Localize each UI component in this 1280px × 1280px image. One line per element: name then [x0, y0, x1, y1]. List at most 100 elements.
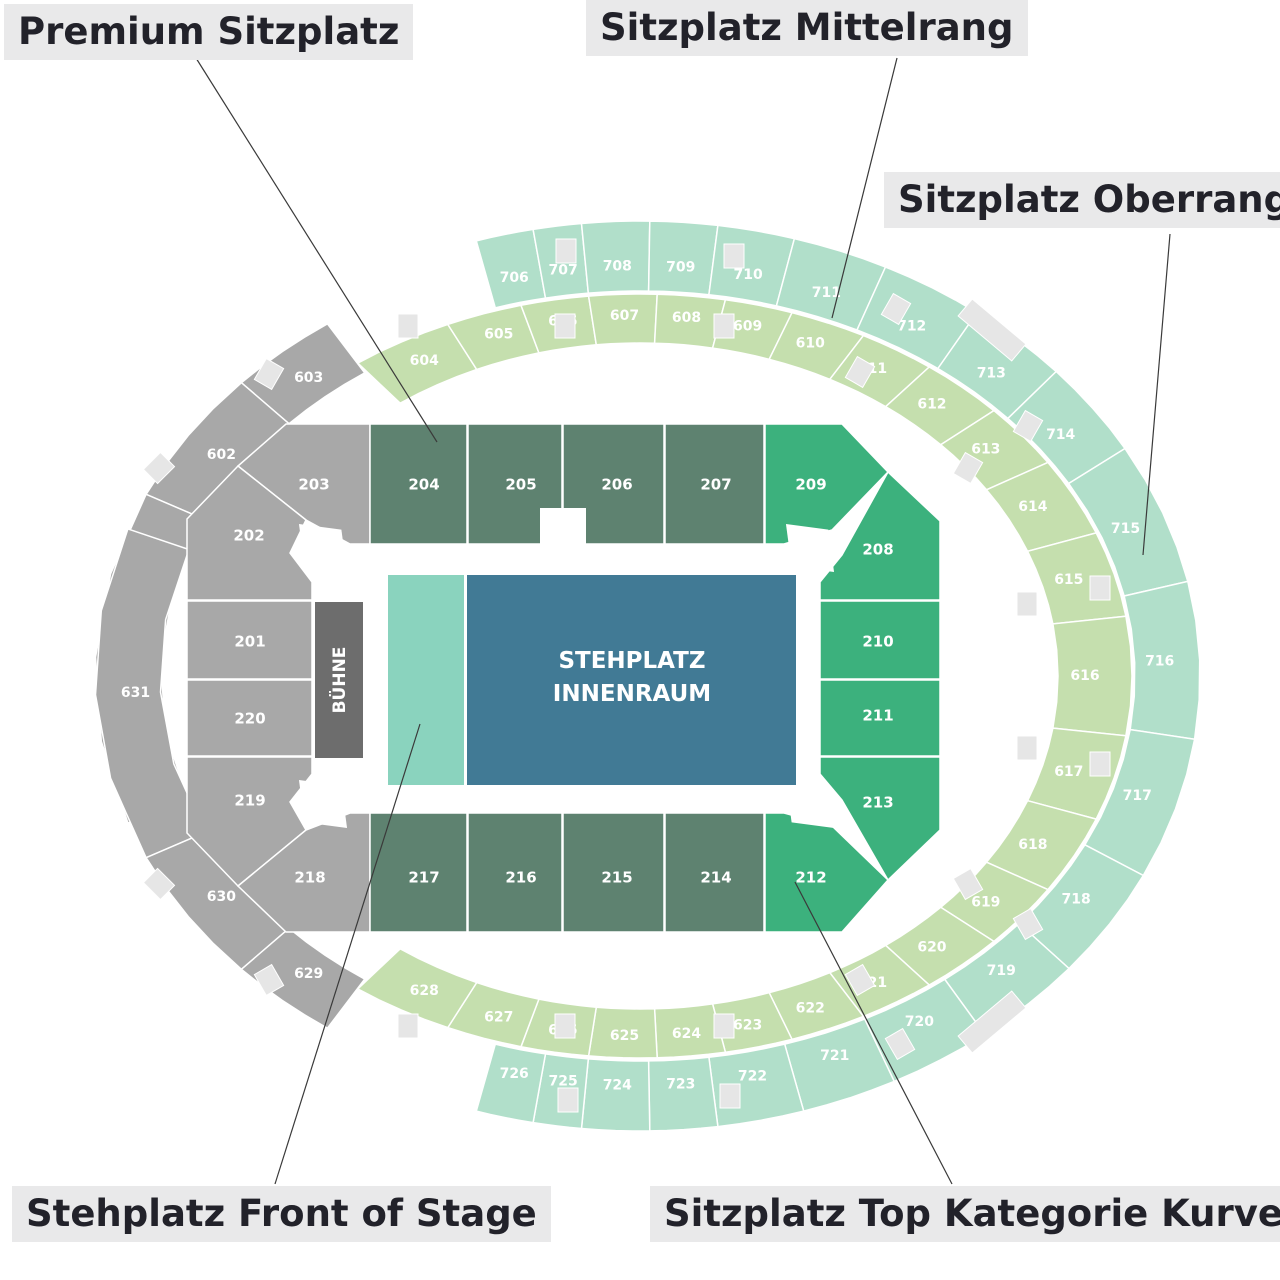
section-label-717: 717: [1123, 788, 1152, 804]
section-610[interactable]: 610: [768, 311, 865, 381]
callout-leader-line: [195, 57, 438, 443]
entrance-block: [142, 451, 176, 485]
section-214[interactable]: 214: [664, 812, 765, 933]
section-211[interactable]: 211: [819, 679, 941, 757]
entrance-block: [880, 292, 912, 326]
section-629[interactable]: 629: [240, 927, 366, 1030]
section-718[interactable]: 718: [1018, 843, 1145, 970]
section-label-720: 720: [905, 1014, 934, 1030]
stage-label: BÜHNE: [328, 647, 350, 714]
section-622[interactable]: 622: [768, 971, 865, 1041]
section-label-211: 211: [862, 707, 893, 725]
section-label-723: 723: [666, 1077, 695, 1093]
section-label-615: 615: [1054, 572, 1083, 588]
section-label-208: 208: [862, 541, 893, 559]
entrance-block: [952, 867, 984, 901]
section-label-719: 719: [987, 963, 1016, 979]
entrance-block: [1012, 907, 1044, 941]
section-605[interactable]: 605: [446, 304, 540, 371]
entrance-block: [555, 238, 577, 264]
section-206[interactable]: 206: [562, 423, 665, 545]
section-label-218: 218: [294, 869, 325, 887]
section-617[interactable]: 617: [1026, 727, 1127, 820]
section-label-614: 614: [1018, 499, 1047, 515]
section-label-629: 629: [294, 966, 323, 982]
section-label-602: 602: [207, 447, 236, 463]
callout-leader-line: [1142, 233, 1171, 556]
entrance-block: [554, 313, 576, 339]
section-label-201: 201: [234, 633, 265, 651]
section-label-627: 627: [484, 1009, 513, 1025]
section-204[interactable]: 204: [369, 423, 468, 545]
section-label-616: 616: [1070, 668, 1099, 684]
section-label-725: 725: [549, 1073, 578, 1089]
section-631[interactable]: 631: [94, 527, 207, 859]
section-212[interactable]: 212: [764, 812, 890, 933]
section-label-206: 206: [601, 476, 632, 494]
section-label-203: 203: [298, 476, 329, 494]
section-label-711: 711: [812, 285, 841, 301]
entrance-block: [844, 355, 876, 389]
corner-vomitory: [785, 779, 835, 829]
section-label-204: 204: [408, 476, 439, 494]
callout-leader-line: [831, 57, 898, 319]
section-616[interactable]: 616: [1052, 615, 1133, 737]
entrance-block: [957, 298, 1027, 362]
section-label-625: 625: [610, 1028, 639, 1044]
front-of-stage-area[interactable]: [388, 575, 464, 785]
entrance-block: [952, 451, 984, 485]
innenraum-label-line2: INNENRAUM: [553, 681, 711, 707]
section-215[interactable]: 215: [562, 812, 665, 933]
section-207[interactable]: 207: [664, 423, 765, 545]
section-708[interactable]: 708: [580, 220, 651, 294]
section-220[interactable]: 220: [186, 679, 313, 757]
section-216[interactable]: 216: [467, 812, 563, 933]
section-label-216: 216: [505, 869, 536, 887]
section-724[interactable]: 724: [580, 1058, 651, 1132]
section-label-212: 212: [795, 869, 826, 887]
section-208[interactable]: 208: [819, 470, 941, 601]
section-716[interactable]: 716: [1123, 580, 1201, 741]
section-label-706: 706: [500, 270, 529, 286]
section-612[interactable]: 612: [884, 366, 996, 446]
section-label-623: 623: [733, 1017, 762, 1033]
section-label-707: 707: [549, 263, 578, 279]
section-723[interactable]: 723: [647, 1056, 719, 1132]
section-label-617: 617: [1054, 764, 1083, 780]
section-201[interactable]: 201: [186, 600, 313, 680]
section-726[interactable]: 726: [475, 1043, 547, 1124]
section-label-724: 724: [603, 1078, 632, 1094]
entrance-block: [397, 1013, 419, 1039]
section-202[interactable]: 202: [186, 464, 313, 601]
section-label-624: 624: [672, 1026, 701, 1042]
section-219[interactable]: 219: [186, 756, 313, 888]
entrance-block: [253, 357, 285, 391]
section-label-714: 714: [1046, 427, 1075, 443]
callout-sitzplatz-mittelrang: Sitzplatz Mittelrang: [586, 0, 1028, 56]
section-label-607: 607: [610, 308, 639, 324]
section-709[interactable]: 709: [647, 220, 719, 296]
section-label-610: 610: [796, 335, 825, 351]
section-label-608: 608: [672, 310, 701, 326]
callout-leader-line: [794, 881, 953, 1185]
section-label-209: 209: [795, 476, 826, 494]
section-label-726: 726: [500, 1066, 529, 1082]
section-711[interactable]: 711: [775, 237, 887, 331]
section-label-709: 709: [666, 259, 695, 275]
entrance-block: [957, 990, 1027, 1054]
section-label-217: 217: [408, 869, 439, 887]
section-607[interactable]: 607: [587, 293, 658, 346]
section-label-722: 722: [738, 1068, 767, 1084]
section-210[interactable]: 210: [819, 600, 941, 680]
callout-premium-sitzplatz: Premium Sitzplatz: [4, 4, 414, 60]
section-209[interactable]: 209: [764, 423, 890, 545]
section-625[interactable]: 625: [587, 1006, 658, 1059]
tunnel-notch: [540, 508, 586, 545]
section-603[interactable]: 603: [240, 322, 366, 425]
section-217[interactable]: 217: [369, 812, 468, 933]
entrance-block: [142, 867, 176, 901]
stage-buehne: BÜHNE: [315, 602, 363, 758]
section-715[interactable]: 715: [1067, 447, 1189, 597]
callout-stehplatz-front-of-stage: Stehplatz Front of Stage: [12, 1186, 551, 1242]
